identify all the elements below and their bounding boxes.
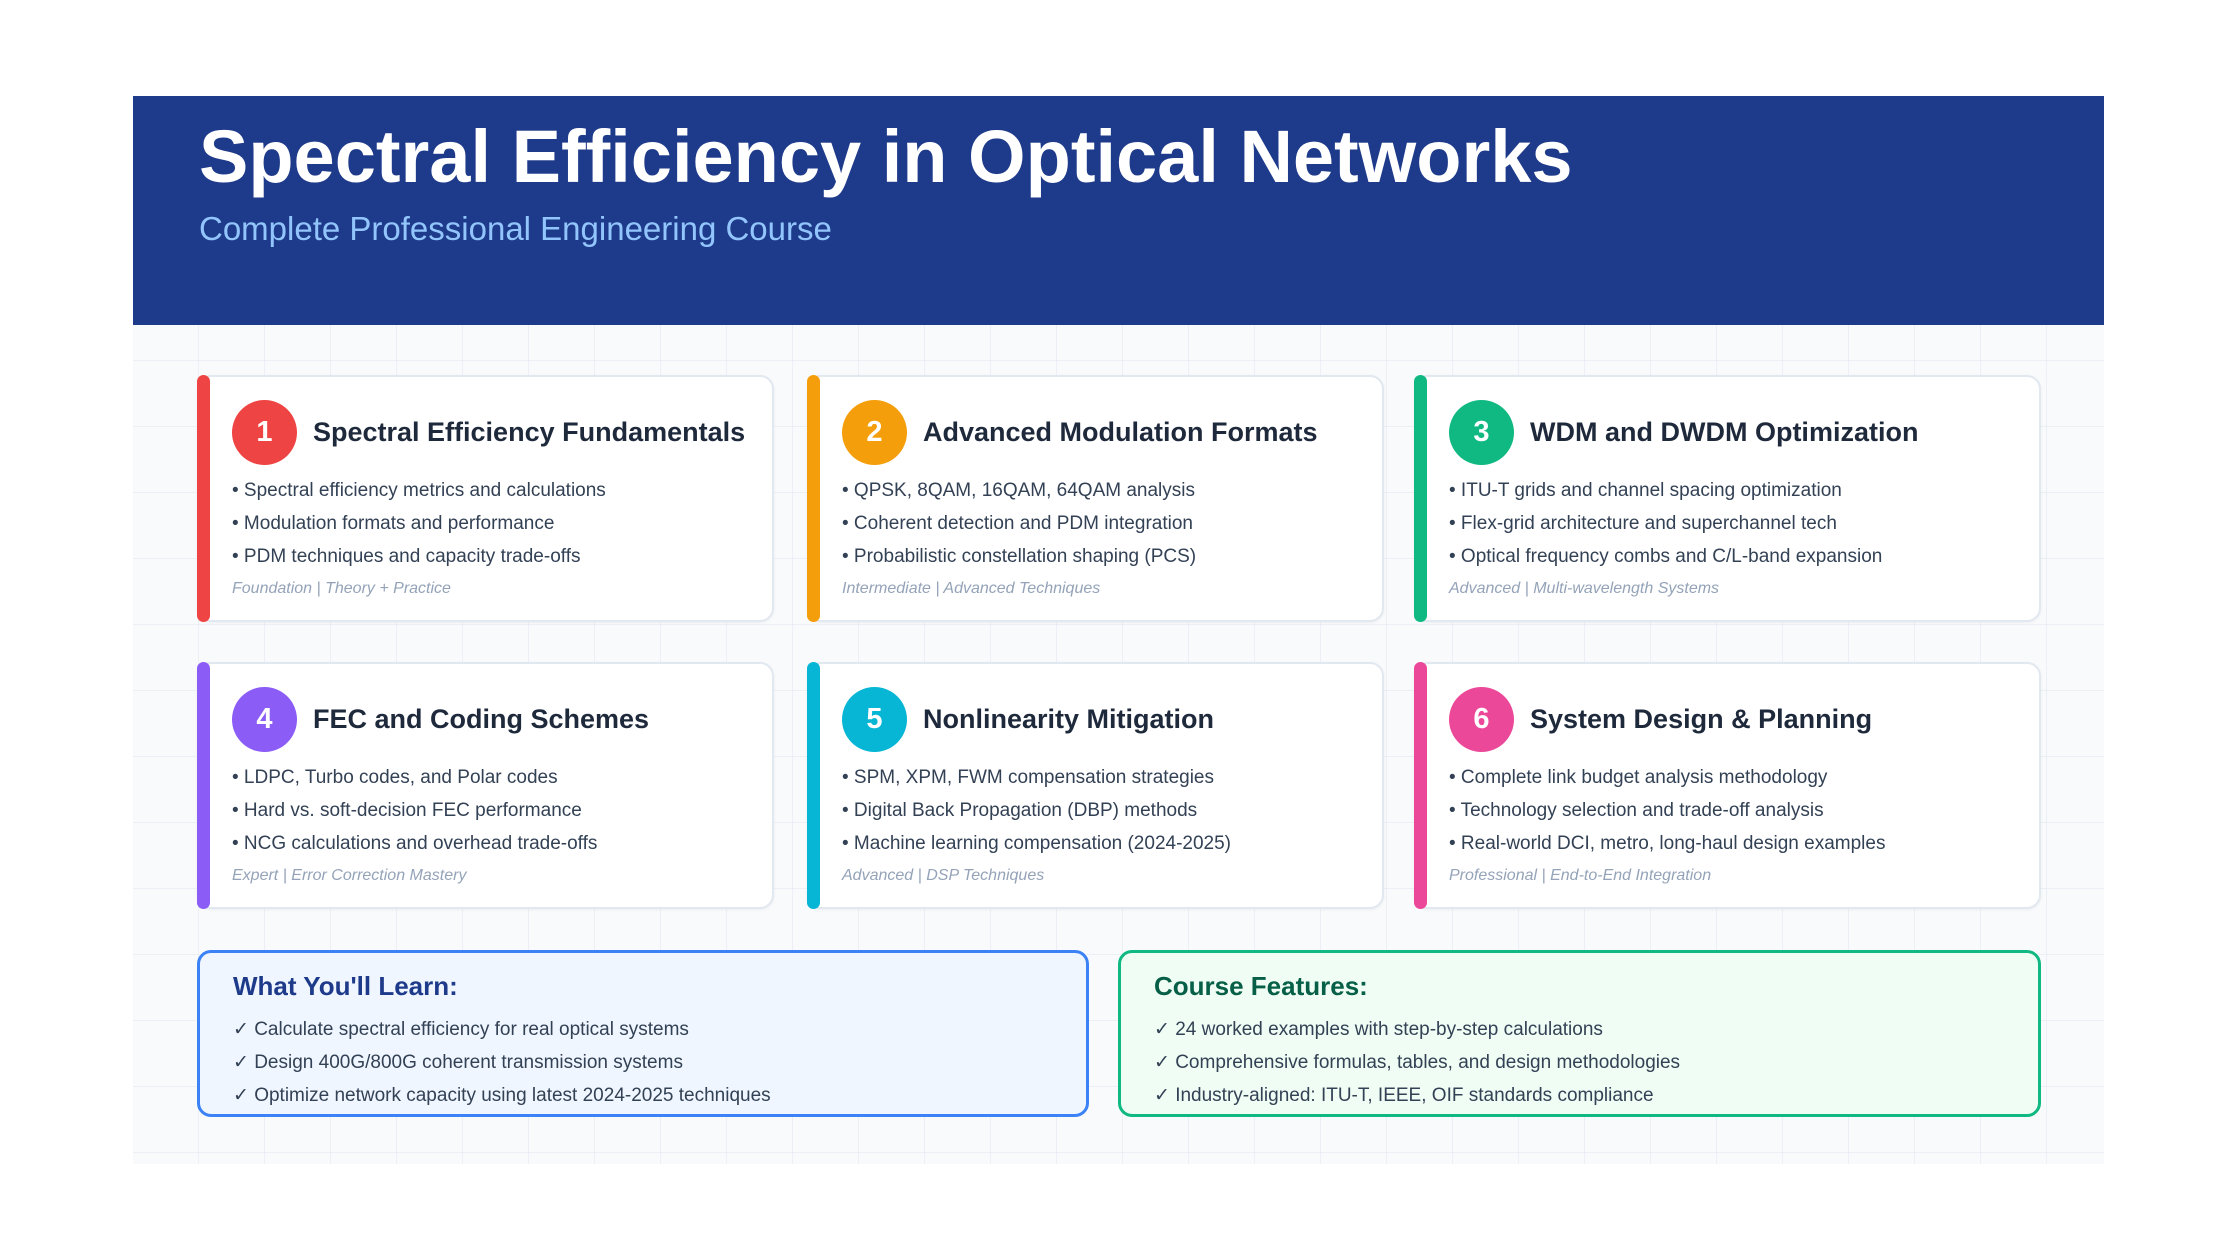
module-level: Foundation | Theory + Practice [232,580,451,597]
module-topic: • Optical frequency combs and C/L-band e… [1449,546,1883,567]
learning-outcome-item: ✓ Optimize network capacity using latest… [233,1085,771,1106]
module-number-badge: 3 [1449,400,1514,465]
card-accent-bar [1414,662,1427,909]
module-topic: • Real-world DCI, metro, long-haul desig… [1449,833,1886,854]
module-topic: • Complete link budget analysis methodol… [1449,767,1828,788]
module-topic: • QPSK, 8QAM, 16QAM, 64QAM analysis [842,480,1195,501]
module-topic-list: • Spectral efficiency metrics and calcul… [232,474,606,573]
module-card-1: 1 Spectral Efficiency Fundamentals • Spe… [197,375,774,622]
module-title: Advanced Modulation Formats [923,417,1318,447]
module-topic-list: • ITU-T grids and channel spacing optimi… [1449,474,1882,573]
card-accent-bar [807,662,820,909]
module-card-5: 5 Nonlinearity Mitigation • SPM, XPM, FW… [807,662,1384,909]
module-title: Spectral Efficiency Fundamentals [313,417,746,447]
learning-outcome-item: ✓ Design 400G/800G coherent transmission… [233,1052,683,1073]
module-topic-list: • LDPC, Turbo codes, and Polar codes • H… [232,761,597,860]
module-level: Intermediate | Advanced Techniques [842,580,1101,597]
module-topic: • Digital Back Propagation (DBP) methods [842,800,1198,821]
module-topic-list: • SPM, XPM, FWM compensation strategies … [842,761,1231,860]
module-number-badge: 4 [232,687,297,752]
module-topic: • Spectral efficiency metrics and calcul… [232,480,606,501]
learning-outcome-item: ✓ Calculate spectral efficiency for real… [233,1019,689,1040]
module-title: Nonlinearity Mitigation [923,704,1215,734]
module-topic: • ITU-T grids and channel spacing optimi… [1449,480,1842,501]
module-card-3: 3 WDM and DWDM Optimization • ITU-T grid… [1414,375,2041,622]
page-subtitle: Complete Professional Engineering Course [199,210,832,247]
learning-outcomes-box: What You'll Learn: ✓ Calculate spectral … [197,950,1089,1117]
module-title: WDM and DWDM Optimization [1530,417,1919,447]
course-feature-item: ✓ Industry-aligned: ITU-T, IEEE, OIF sta… [1154,1085,1654,1106]
module-topic: • Coherent detection and PDM integration [842,513,1193,534]
module-card-2: 2 Advanced Modulation Formats • QPSK, 8Q… [807,375,1384,622]
module-title: System Design & Planning [1530,704,1873,734]
module-level: Advanced | DSP Techniques [842,867,1045,884]
module-number-badge: 6 [1449,687,1514,752]
module-topic: • Machine learning compensation (2024-20… [842,833,1231,854]
course-overview-slide: Spectral Efficiency in Optical Networks … [133,96,2104,1164]
module-level: Advanced | Multi-wavelength Systems [1449,580,1720,597]
module-topic: • Hard vs. soft-decision FEC performance [232,800,582,821]
course-features-box: Course Features: ✓ 24 worked examples wi… [1118,950,2041,1117]
header-banner: Spectral Efficiency in Optical Networks … [133,96,2104,325]
module-topic: • PDM techniques and capacity trade-offs [232,546,581,567]
module-title: FEC and Coding Schemes [313,704,650,734]
learning-outcomes-list: ✓ Calculate spectral efficiency for real… [233,1013,771,1112]
course-features-heading: Course Features: [1154,971,1368,1001]
page-title: Spectral Efficiency in Optical Networks [199,115,1573,198]
module-topic: • SPM, XPM, FWM compensation strategies [842,767,1214,788]
module-topic: • Flex-grid architecture and superchanne… [1449,513,1837,534]
card-accent-bar [197,375,210,622]
module-topic: • Technology selection and trade-off ana… [1449,800,1824,821]
learning-outcomes-heading: What You'll Learn: [233,971,458,1001]
card-accent-bar [197,662,210,909]
module-card-4: 4 FEC and Coding Schemes • LDPC, Turbo c… [197,662,774,909]
course-features-list: ✓ 24 worked examples with step-by-step c… [1154,1013,1680,1112]
module-number-badge: 2 [842,400,907,465]
card-accent-bar [1414,375,1427,622]
module-topic: • LDPC, Turbo codes, and Polar codes [232,767,558,788]
course-feature-item: ✓ Comprehensive formulas, tables, and de… [1154,1052,1681,1073]
module-card-6: 6 System Design & Planning • Complete li… [1414,662,2041,909]
module-number-badge: 5 [842,687,907,752]
module-topic: • Modulation formats and performance [232,513,555,534]
module-topic-list: • Complete link budget analysis methodol… [1449,761,1885,860]
course-feature-item: ✓ 24 worked examples with step-by-step c… [1154,1019,1603,1040]
module-level: Professional | End-to-End Integration [1449,867,1712,884]
card-accent-bar [807,375,820,622]
module-number-badge: 1 [232,400,297,465]
module-level: Expert | Error Correction Mastery [232,867,467,884]
module-topic-list: • QPSK, 8QAM, 16QAM, 64QAM analysis • Co… [842,474,1196,573]
module-topic: • Probabilistic constellation shaping (P… [842,546,1197,567]
module-topic: • NCG calculations and overhead trade-of… [232,833,598,854]
